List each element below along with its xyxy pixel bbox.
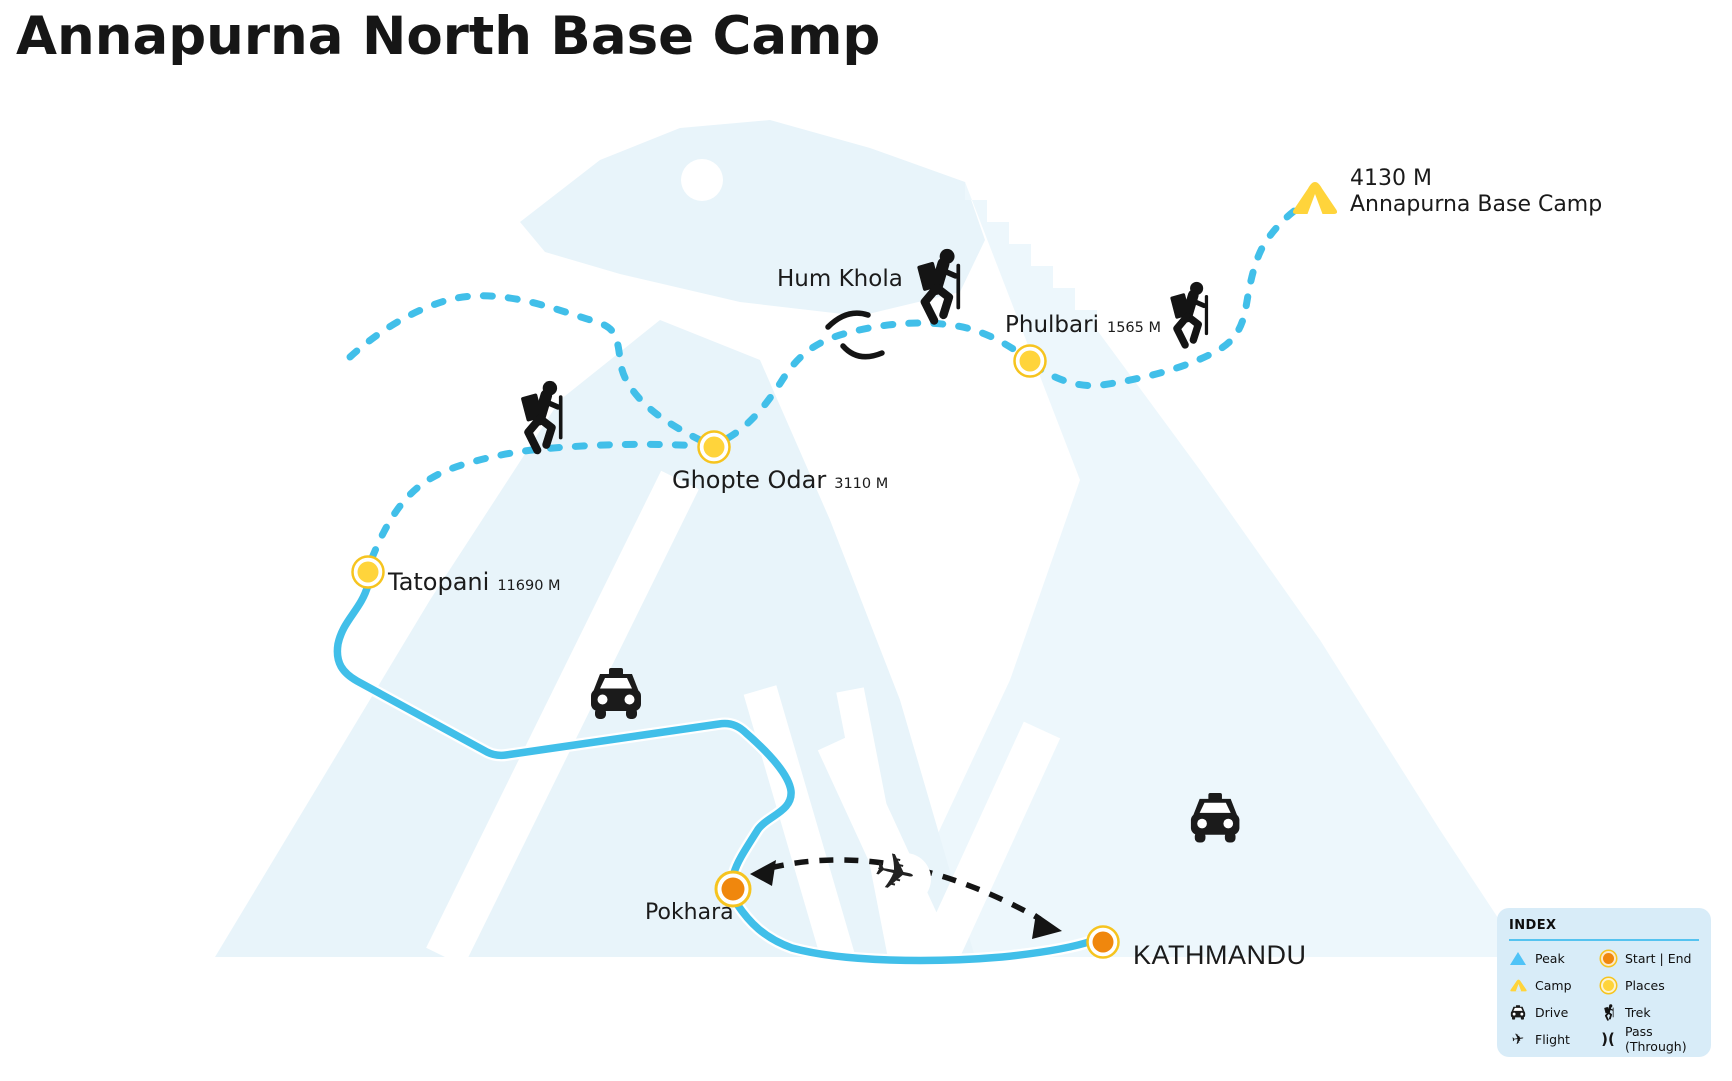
- legend-grid: Peak Start | End Camp Places Drive: [1509, 950, 1699, 1054]
- label-kathmandu: KATHMANDU: [1133, 940, 1307, 970]
- legend-item-start-end: Start | End: [1599, 950, 1699, 966]
- label-hum-khola: Hum Khola: [777, 266, 903, 292]
- legend-item-pass-through: )( Pass (Through): [1599, 1024, 1699, 1054]
- legend-item-flight: ✈ Flight: [1509, 1028, 1599, 1049]
- places-dot-icon: [1599, 977, 1617, 993]
- legend-item-places: Places: [1599, 977, 1699, 993]
- label-phulbari: Phulbari 1565 M: [1005, 312, 1161, 338]
- camp-tent-icon: [1509, 977, 1527, 993]
- pass-through-icon: [825, 310, 885, 360]
- start-end-dot-icon: [1599, 950, 1617, 966]
- legend-item-camp: Camp: [1509, 977, 1599, 993]
- drive-route-pokhara-kathmandu: [733, 900, 1096, 965]
- camp-tent-icon-abc: [1292, 182, 1338, 214]
- flight-arrow-east: [1032, 913, 1062, 939]
- abc-elevation: 4130 M: [1350, 166, 1432, 191]
- drive-route-tatopani-pokhara: [333, 581, 795, 877]
- trek-route-ghopte-phulbari: [724, 319, 1031, 442]
- mountain-silhouette: [215, 120, 1506, 967]
- legend-item-peak: Peak: [1509, 950, 1599, 966]
- taxi-icon: [1509, 1004, 1527, 1020]
- waypoint-dot-ghopte-odar: [697, 430, 731, 464]
- waypoint-dot-phulbari: [1013, 344, 1047, 378]
- pass-through-glyph-icon: )(: [1601, 1029, 1615, 1048]
- trek-route-northwest-branch: [346, 292, 704, 444]
- plane-icon: ✈: [1510, 1028, 1526, 1049]
- legend-item-trek: Trek: [1599, 1004, 1699, 1020]
- hiker-icon-abc-climb: [1172, 282, 1206, 345]
- trek-route-tatopani-ghopte: [368, 440, 704, 562]
- legend-title: INDEX: [1509, 918, 1557, 933]
- peak-icon: [1509, 950, 1527, 966]
- label-ghopte-odar: Ghopte Odar 3110 M: [672, 466, 889, 494]
- flight-route: [750, 853, 1062, 939]
- hiker-icon: [1599, 1004, 1617, 1020]
- waypoint-dot-tatopani: [351, 555, 385, 589]
- trek-route: [346, 199, 1310, 562]
- flight-arrow-west: [750, 860, 776, 886]
- drive-route: [331, 579, 1098, 967]
- abc-name: Annapurna Base Camp: [1350, 191, 1603, 217]
- label-pokhara: Pokhara: [645, 900, 734, 925]
- legend-box: INDEX Peak Start | End Camp Places: [1497, 908, 1711, 1057]
- label-tatopani: Tatopani 11690 M: [388, 568, 561, 596]
- legend-divider: [1509, 939, 1699, 941]
- waypoint-dot-kathmandu: [1086, 925, 1120, 959]
- label-annapurna-base-camp: 4130 M Annapurna Base Camp: [1350, 166, 1602, 218]
- waypoint-dot-pokhara: [714, 870, 752, 908]
- legend-item-drive: Drive: [1509, 1004, 1599, 1020]
- trek-route-phulbari-abc: [1029, 199, 1310, 390]
- page-title: Annapurna North Base Camp: [16, 6, 881, 67]
